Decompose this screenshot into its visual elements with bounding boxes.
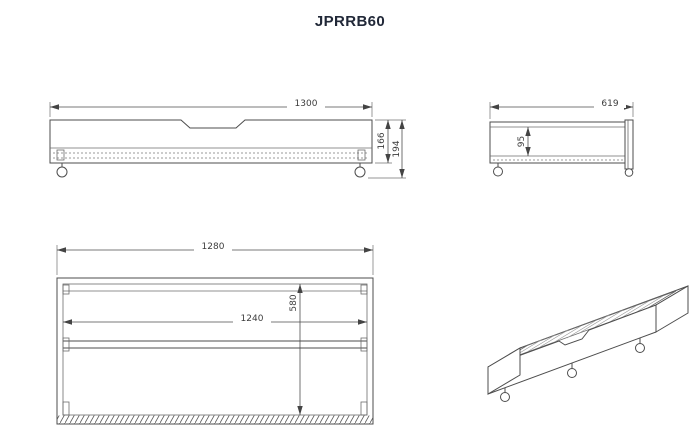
plan-front-hatch [57, 415, 373, 424]
dim-plan-width: 1280 [56, 240, 374, 275]
dim-front-total-height: 194 [368, 120, 406, 179]
plan-bottom-corner-fittings [62, 401, 368, 416]
front-caster-left [56, 163, 68, 178]
dim-front-total-height-label: 194 [392, 140, 402, 157]
iso-front-face [487, 304, 657, 395]
side-caster-left [493, 163, 503, 177]
side-panel-details [490, 126, 626, 161]
dim-side-inner-height-label: 95 [517, 136, 527, 147]
side-panel-outline [489, 121, 627, 164]
dim-plan-inner-width: 1240 [63, 312, 367, 325]
iso-caster-middle [567, 363, 577, 378]
dim-plan-inner-depth-label: 580 [289, 294, 299, 311]
side-front-panel-edge [624, 119, 634, 170]
iso-caster-left [500, 388, 510, 402]
iso-left-end-face [487, 347, 521, 395]
dim-front-panel-height-label: 166 [377, 132, 387, 149]
plan-view: 1280 1240 580 [56, 240, 374, 425]
dim-plan-inner-depth: 580 [289, 284, 303, 415]
dim-front-width-label: 1300 [295, 99, 318, 109]
plan-outline [56, 277, 374, 425]
dim-plan-width-label: 1280 [202, 242, 225, 252]
page-title: JPRRB60 [314, 13, 386, 30]
dim-side-inner-height: 95 [517, 127, 531, 156]
iso-rim-top [488, 286, 688, 367]
dim-side-depth: 619 [489, 97, 634, 119]
plan-center-rail [62, 337, 368, 352]
dim-front-width: 1300 [49, 97, 373, 117]
front-caster-right [354, 163, 366, 178]
plan-top-rail [62, 284, 368, 295]
dim-plan-inner-width-label: 1240 [241, 314, 264, 324]
side-caster-right [624, 168, 634, 177]
iso-slats [512, 295, 664, 358]
front-view: 1300 166 194 [49, 97, 406, 179]
front-panel-outline [49, 119, 373, 164]
iso-caster-right [635, 338, 645, 353]
dim-side-depth-label: 619 [601, 99, 618, 109]
isometric-view [487, 285, 689, 402]
side-view: 619 95 [489, 97, 634, 177]
front-panel-details [50, 147, 372, 161]
